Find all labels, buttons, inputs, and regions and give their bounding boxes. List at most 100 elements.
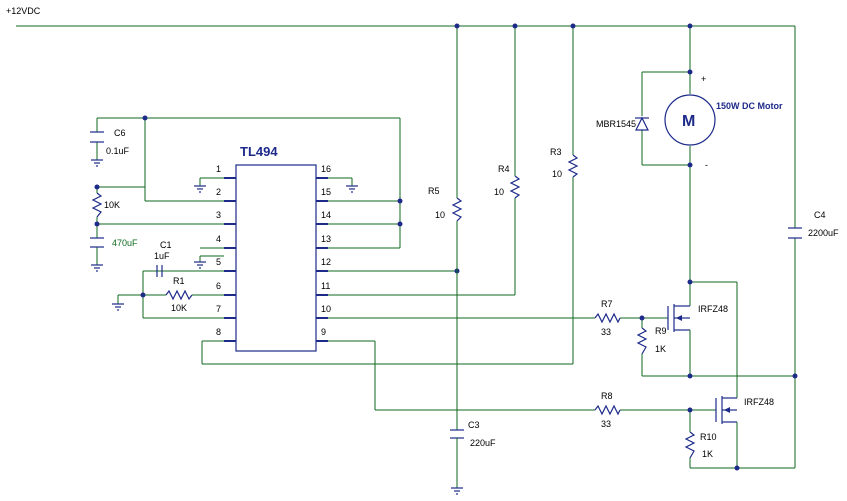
pin-number: 6 [216, 281, 221, 291]
ic-name: TL494 [240, 144, 278, 159]
capacitor-470uf [90, 237, 104, 248]
junction-node [454, 23, 460, 29]
rail-drops [456, 26, 691, 198]
pin-number: 8 [216, 327, 221, 337]
ground-icon [346, 185, 358, 193]
c6-value: 0.1uF [106, 146, 130, 156]
r3-value: 10 [552, 169, 562, 179]
r9-ref: R9 [655, 326, 667, 336]
r7-ref: R7 [601, 299, 613, 309]
q1-value: IRFZ48 [698, 304, 728, 314]
pin-number: 11 [321, 281, 330, 291]
pin-number: 4 [216, 234, 221, 244]
ground-icon [91, 159, 103, 167]
motor-minus: - [705, 160, 708, 170]
pin-number: 2 [216, 187, 221, 197]
left-wiring [96, 117, 716, 411]
r9-value: 1K [655, 344, 666, 354]
pin-number: 14 [321, 210, 331, 220]
r4-ref: R4 [498, 164, 510, 174]
power-wiring [641, 281, 795, 469]
r8-value: 33 [601, 419, 611, 429]
c4-value: 2200uF [808, 228, 839, 238]
supply-label: +12VDC [6, 6, 41, 16]
pin-number: 13 [321, 234, 331, 244]
supply-rail [16, 25, 796, 468]
q2-value: IRFZ48 [744, 397, 774, 407]
resistor-r9 [636, 327, 648, 355]
mosfet-q2 [715, 396, 737, 424]
junction-node [687, 23, 693, 29]
resistor-r1 [165, 289, 193, 301]
ground-icon [194, 185, 206, 193]
r10-value: 1K [702, 449, 713, 459]
capacitor-c1 [156, 265, 163, 277]
c6-ref: C6 [114, 128, 126, 138]
junction-node [687, 373, 693, 379]
pin-number: 3 [216, 210, 221, 220]
c4-ref: C4 [814, 210, 826, 220]
r8-ref: R8 [601, 391, 613, 401]
junction-node [397, 198, 403, 204]
ground-icon [91, 264, 103, 272]
pin-number: 1 [216, 164, 221, 174]
junction-node [570, 23, 576, 29]
diode-mbr1545 [635, 116, 649, 131]
motor-wiring [641, 71, 691, 306]
junction-node [687, 407, 693, 413]
junction-node [687, 279, 693, 285]
resistor-r8 [594, 404, 621, 416]
r10-ref: R10 [700, 432, 717, 442]
capacitor-c4 [788, 227, 802, 239]
motor-icon [664, 94, 716, 146]
junction-node [734, 465, 740, 471]
mosfet-q1 [667, 304, 690, 332]
pot-value: 10K [104, 200, 120, 210]
pin-number: 10 [321, 304, 331, 314]
motor-label: 150W DC Motor [716, 101, 783, 111]
capacitor-c6 [90, 131, 104, 143]
pin-number: 7 [216, 304, 221, 314]
junction-node [140, 292, 146, 298]
pin-number: 9 [321, 327, 326, 337]
c3-ref: C3 [468, 420, 480, 430]
ground-icon [451, 487, 463, 495]
ground-icon [194, 256, 206, 269]
pin-number: 15 [321, 187, 331, 197]
tl494-ic [224, 164, 328, 352]
resistor-r10 [684, 431, 696, 459]
c470-value: 470uF [112, 238, 138, 248]
diode-value: MBR1545 [596, 119, 636, 129]
resistor-r4 [509, 175, 521, 199]
r1-ref: R1 [173, 276, 185, 286]
r5-value: 10 [435, 210, 445, 220]
resistor-r5 [451, 197, 463, 430]
pin-number: 12 [321, 257, 331, 267]
junction-node [687, 69, 693, 75]
r5-ref: R5 [428, 186, 440, 196]
potentiometer-10k [91, 192, 103, 218]
r7-value: 33 [601, 327, 611, 337]
motor-plus: + [701, 74, 706, 84]
capacitor-c3 [450, 429, 464, 488]
ground-icon [112, 303, 124, 311]
c3-value: 220uF [470, 438, 496, 448]
junction-node [397, 221, 403, 227]
junction-node [94, 184, 100, 190]
junction-node [639, 315, 645, 321]
pin-number: 16 [321, 164, 331, 174]
junction-node [512, 23, 518, 29]
r3-ref: R3 [550, 147, 562, 157]
c1-ref: C1 [160, 240, 172, 250]
c1-value: 1uF [154, 251, 170, 261]
r4-value: 10 [494, 187, 504, 197]
junction-node [792, 373, 798, 379]
junction-node [142, 115, 148, 121]
pin-number: 5 [216, 257, 221, 267]
motor-symbol: M [682, 113, 695, 130]
junction-node [687, 162, 693, 168]
r1-value: 10K [171, 303, 187, 313]
resistor-r7 [594, 312, 621, 324]
resistor-r3 [567, 154, 579, 178]
